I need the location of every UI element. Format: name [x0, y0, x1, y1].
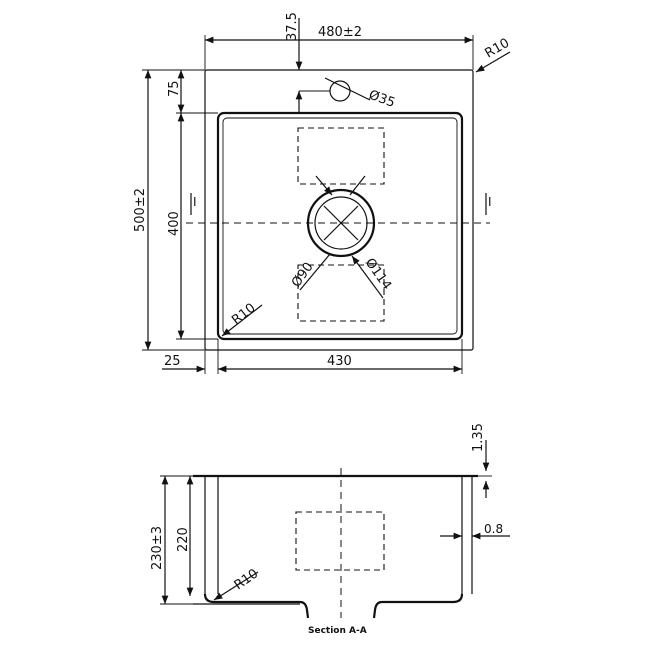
tap-hole-label: Ø35	[367, 88, 397, 111]
outer-corner-radius-label: R10	[483, 36, 513, 62]
overall-width-label: 480±2	[318, 25, 362, 40]
overall-depth-label: 500±2	[133, 188, 148, 232]
lower-basket-area	[297, 264, 385, 322]
drain	[306, 188, 376, 258]
inner-depth-label: 400	[167, 211, 182, 236]
section-overall-height-label: 230±3	[150, 526, 165, 570]
section-inner-height-label: 220	[176, 527, 191, 552]
inner-bowl-inner-line	[222, 117, 458, 335]
front-margin-label: 25	[164, 354, 181, 369]
section-corner-radius-label: R10	[232, 566, 262, 593]
section-marker-right: I	[488, 195, 492, 209]
section-view: 230±3 220 R10 1.35 0.8 Section A-A	[150, 423, 510, 636]
section-bottom-outline	[203, 593, 310, 619]
section-marker-left: I	[193, 195, 197, 209]
wall-thickness-label: 0.8	[484, 522, 503, 536]
top-view: I I 480±2 37.5 Ø35 R10 500±2 75 400	[133, 12, 512, 374]
back-margin-label: 75	[167, 80, 182, 97]
inner-width-label: 430	[327, 354, 352, 369]
tap-hole	[329, 80, 351, 102]
section-basket-area	[295, 511, 385, 571]
upper-basket-area	[297, 127, 385, 185]
flange-thickness-label: 1.35	[471, 423, 486, 452]
outer-rim	[204, 69, 474, 351]
tap-offset-label: 37.5	[285, 12, 300, 41]
inner-bowl-outer-line	[216, 111, 464, 341]
section-caption: Section A-A	[308, 626, 367, 636]
drain-outlet-label: Ø114	[362, 256, 394, 293]
inner-corner-radius-label: R10	[229, 301, 258, 329]
